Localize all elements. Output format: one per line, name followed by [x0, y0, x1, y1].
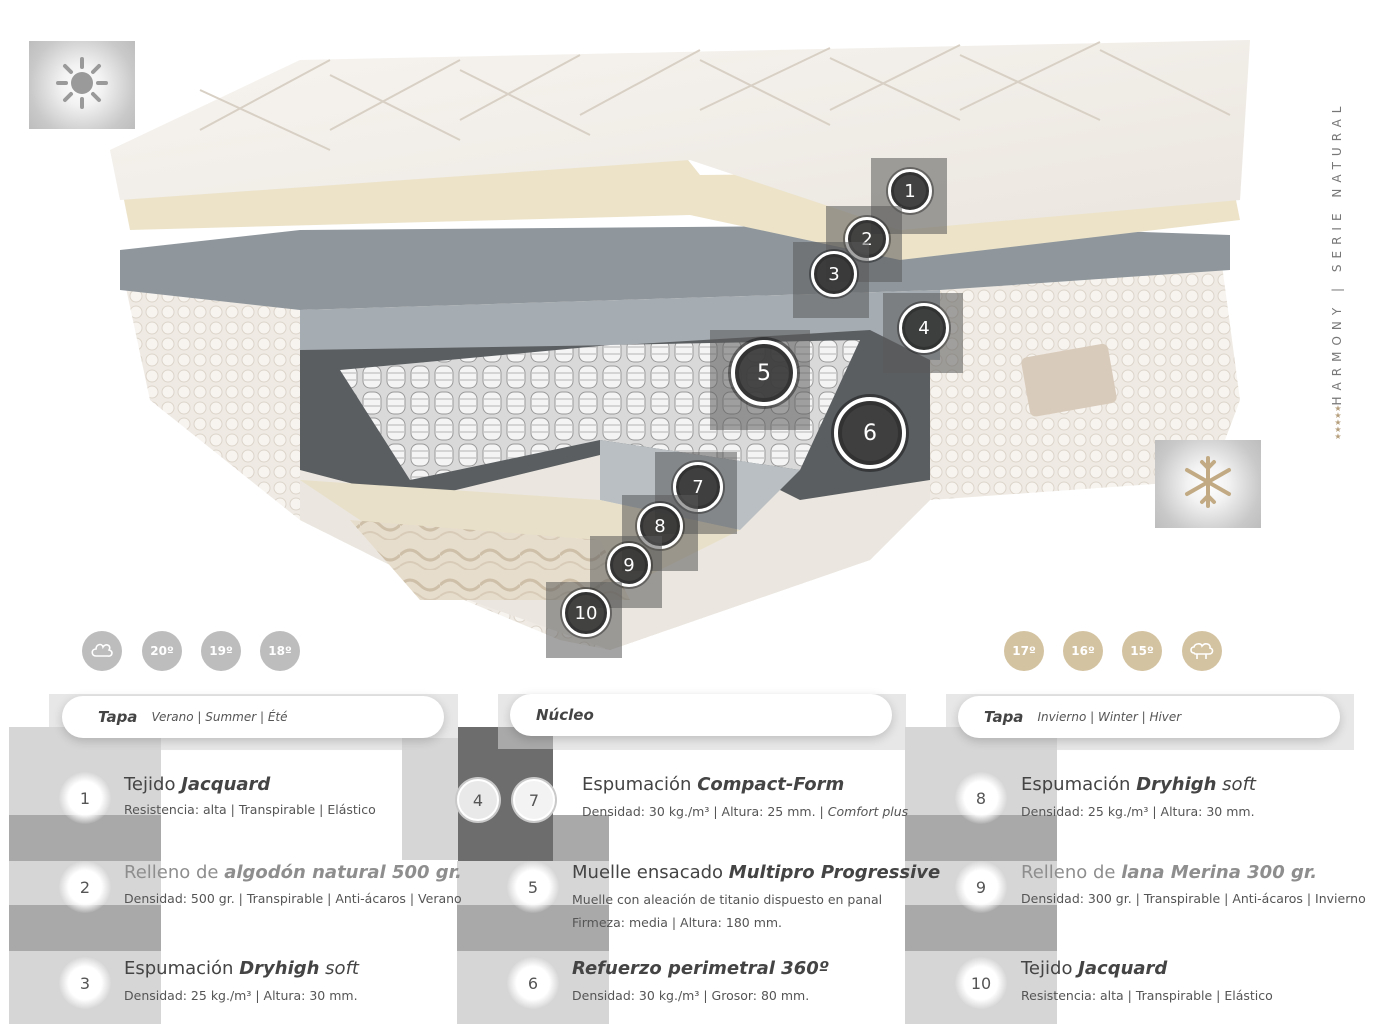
- temp-summer-1: 20º: [142, 631, 182, 671]
- layer-marker-5[interactable]: 5: [731, 340, 797, 406]
- mattress-illustration: HARMONY | SERIE NATURAL ★★★★★ 1 2 3 4 5 …: [29, 40, 1344, 671]
- temp-summer-3: 18º: [260, 631, 300, 671]
- rating-stars: ★★★★★: [1334, 404, 1342, 441]
- snowflake-icon: [1180, 454, 1236, 514]
- item-number: 2: [59, 861, 111, 913]
- item-desc: Resistencia: alta | Transpirable | Elást…: [124, 802, 376, 817]
- item-title: Muelle ensacado Multipro Progressive: [572, 862, 941, 883]
- item-title: Tejido Jacquard: [124, 774, 271, 795]
- temp-winter-1: 17º: [1004, 631, 1044, 671]
- row-divider-mid-0: [553, 815, 609, 861]
- column-shade-mid-a: [402, 738, 458, 860]
- section-title: Núcleo: [536, 706, 594, 724]
- section-header-summer: Tapa Verano | Summer | Été: [62, 696, 444, 738]
- layer-marker-10[interactable]: 10: [562, 589, 610, 637]
- sun-icon: [54, 55, 110, 115]
- cotton-icon: [82, 631, 122, 671]
- sheep-icon: [1182, 631, 1222, 671]
- section-title: Tapa: [984, 708, 1024, 726]
- section-subtitle: Invierno | Winter | Hiver: [1037, 710, 1182, 724]
- item-number: 6: [507, 957, 559, 1009]
- item-number: 1: [59, 772, 111, 824]
- layer-marker-4[interactable]: 4: [899, 303, 949, 353]
- item-number: 10: [955, 957, 1007, 1009]
- item-title: Relleno de algodón natural 500 gr.: [124, 862, 462, 883]
- mattress-cutaway-image: [110, 40, 1250, 650]
- temp-summer-2: 19º: [201, 631, 241, 671]
- item-number: 3: [59, 957, 111, 1009]
- item-desc: Densidad: 25 kg./m³ | Altura: 30 mm.: [124, 988, 358, 1003]
- item-number: 4: [457, 779, 499, 821]
- item-title: Refuerzo perimetral 360º: [572, 958, 829, 979]
- item-desc: Densidad: 500 gr. | Transpirable | Anti-…: [124, 891, 462, 906]
- layer-marker-9[interactable]: 9: [607, 543, 651, 587]
- winter-season-box: [1155, 440, 1261, 528]
- section-header-core: Núcleo: [510, 694, 892, 736]
- item-number: 5: [507, 861, 559, 913]
- item-desc: Muelle con aleación de titanio dispuesto…: [572, 892, 883, 907]
- layer-marker-3[interactable]: 3: [811, 251, 857, 297]
- layer-marker-6[interactable]: 6: [834, 397, 906, 469]
- item-number: 8: [955, 772, 1007, 824]
- temp-winter-3: 15º: [1122, 631, 1162, 671]
- item-desc: Densidad: 300 gr. | Transpirable | Anti-…: [1021, 891, 1366, 906]
- section-title: Tapa: [98, 708, 138, 726]
- item-title: Espumación Dryhigh soft: [1021, 774, 1256, 795]
- temp-winter-2: 16º: [1063, 631, 1103, 671]
- item-title: Relleno de lana Merina 300 gr.: [1021, 862, 1318, 883]
- item-title: Espumación Compact-Form: [582, 774, 845, 795]
- section-header-winter: Tapa Invierno | Winter | Hiver: [958, 696, 1340, 738]
- side-brand-text: HARMONY | SERIE NATURAL: [1330, 100, 1344, 406]
- item-title: Espumación Dryhigh soft: [124, 958, 359, 979]
- summer-season-box: [29, 41, 135, 129]
- section-subtitle: Verano | Summer | Été: [151, 710, 288, 724]
- item-desc: Resistencia: alta | Transpirable | Elást…: [1021, 988, 1273, 1003]
- item-number: 9: [955, 861, 1007, 913]
- item-desc: Densidad: 30 kg./m³ | Grosor: 80 mm.: [572, 988, 810, 1003]
- item-number: 7: [513, 779, 555, 821]
- item-title: Tejido Jacquard: [1021, 958, 1168, 979]
- item-desc-2: Firmeza: media | Altura: 180 mm.: [572, 915, 783, 930]
- item-desc: Densidad: 25 kg./m³ | Altura: 30 mm.: [1021, 804, 1255, 819]
- layer-marker-1[interactable]: 1: [888, 169, 932, 213]
- item-desc: Densidad: 30 kg./m³ | Altura: 25 mm. | C…: [582, 804, 909, 819]
